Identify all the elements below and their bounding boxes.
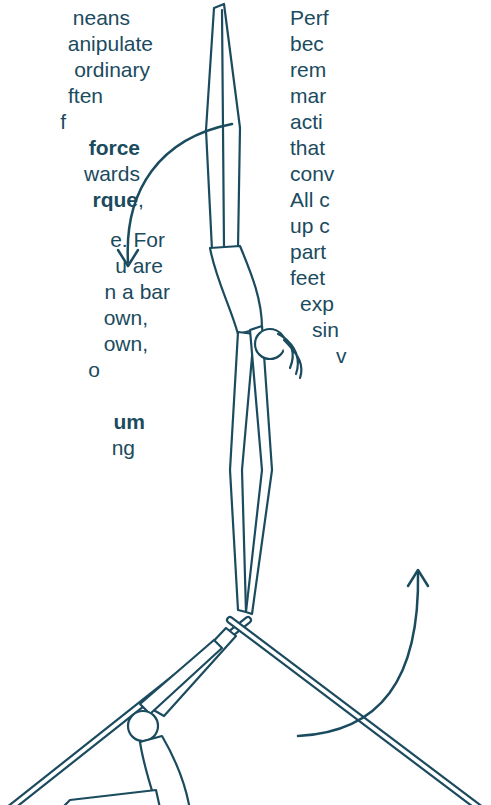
body-text-fragment: own, — [104, 332, 148, 356]
torso — [210, 246, 262, 334]
head — [255, 329, 285, 359]
body-text-fragment: f — [60, 110, 66, 134]
body-text-fragment: sin — [312, 318, 339, 342]
body-text-fragment: o — [88, 358, 100, 382]
body-text-fragment: wards — [84, 162, 140, 186]
head — [128, 711, 158, 741]
body-text-fragment: neans — [73, 6, 130, 30]
leg-split — [222, 10, 224, 248]
body-text-fragment: that — [290, 136, 325, 160]
pole-outline — [230, 620, 482, 805]
arm — [140, 640, 222, 714]
body-text-fragment: e. For — [110, 228, 165, 252]
body-text-fragment: acti — [290, 110, 323, 134]
arm — [246, 326, 272, 614]
body-text-fragment: own, — [104, 306, 148, 330]
body-text-fragment: rem — [290, 58, 326, 82]
body-text-fragment: part — [290, 240, 326, 264]
body-text-fragment: v — [336, 344, 347, 368]
arrow-head — [408, 570, 428, 586]
pole-fill — [8, 620, 248, 805]
lower-performer — [62, 628, 236, 805]
pole-outline — [8, 620, 248, 805]
hair — [278, 334, 301, 378]
body-text-fragment: force — [89, 136, 140, 160]
rotation-arrow — [298, 570, 428, 736]
body-text-fragment: n a bar — [105, 280, 170, 304]
body-text-fragment: u are — [115, 254, 163, 278]
body-text-fragment: ordinary — [74, 58, 150, 82]
body-text-fragment: mar — [290, 84, 326, 108]
body-text-fragment: exp — [300, 292, 334, 316]
upper-performer — [206, 4, 301, 614]
body-text-fragment: up c — [290, 214, 330, 238]
body-text-fragment: anipulate — [68, 32, 153, 56]
leg — [62, 790, 160, 805]
body-text-fragment: um — [114, 410, 146, 434]
body-text-fragment: ng — [112, 436, 135, 460]
body-text-fragment: Perf — [290, 6, 329, 30]
body-text-fragment: , — [138, 188, 144, 212]
body-text-fragment: conv — [290, 162, 334, 186]
body-text-fragment: All c — [290, 188, 330, 212]
pole-fill — [230, 620, 482, 805]
body-text-fragment: feet — [290, 266, 325, 290]
body-text-fragment: ften — [68, 84, 103, 108]
curved-arrow — [298, 572, 418, 736]
body-text-fragment: bec — [290, 32, 324, 56]
body-text-fragment: rque — [92, 188, 138, 212]
